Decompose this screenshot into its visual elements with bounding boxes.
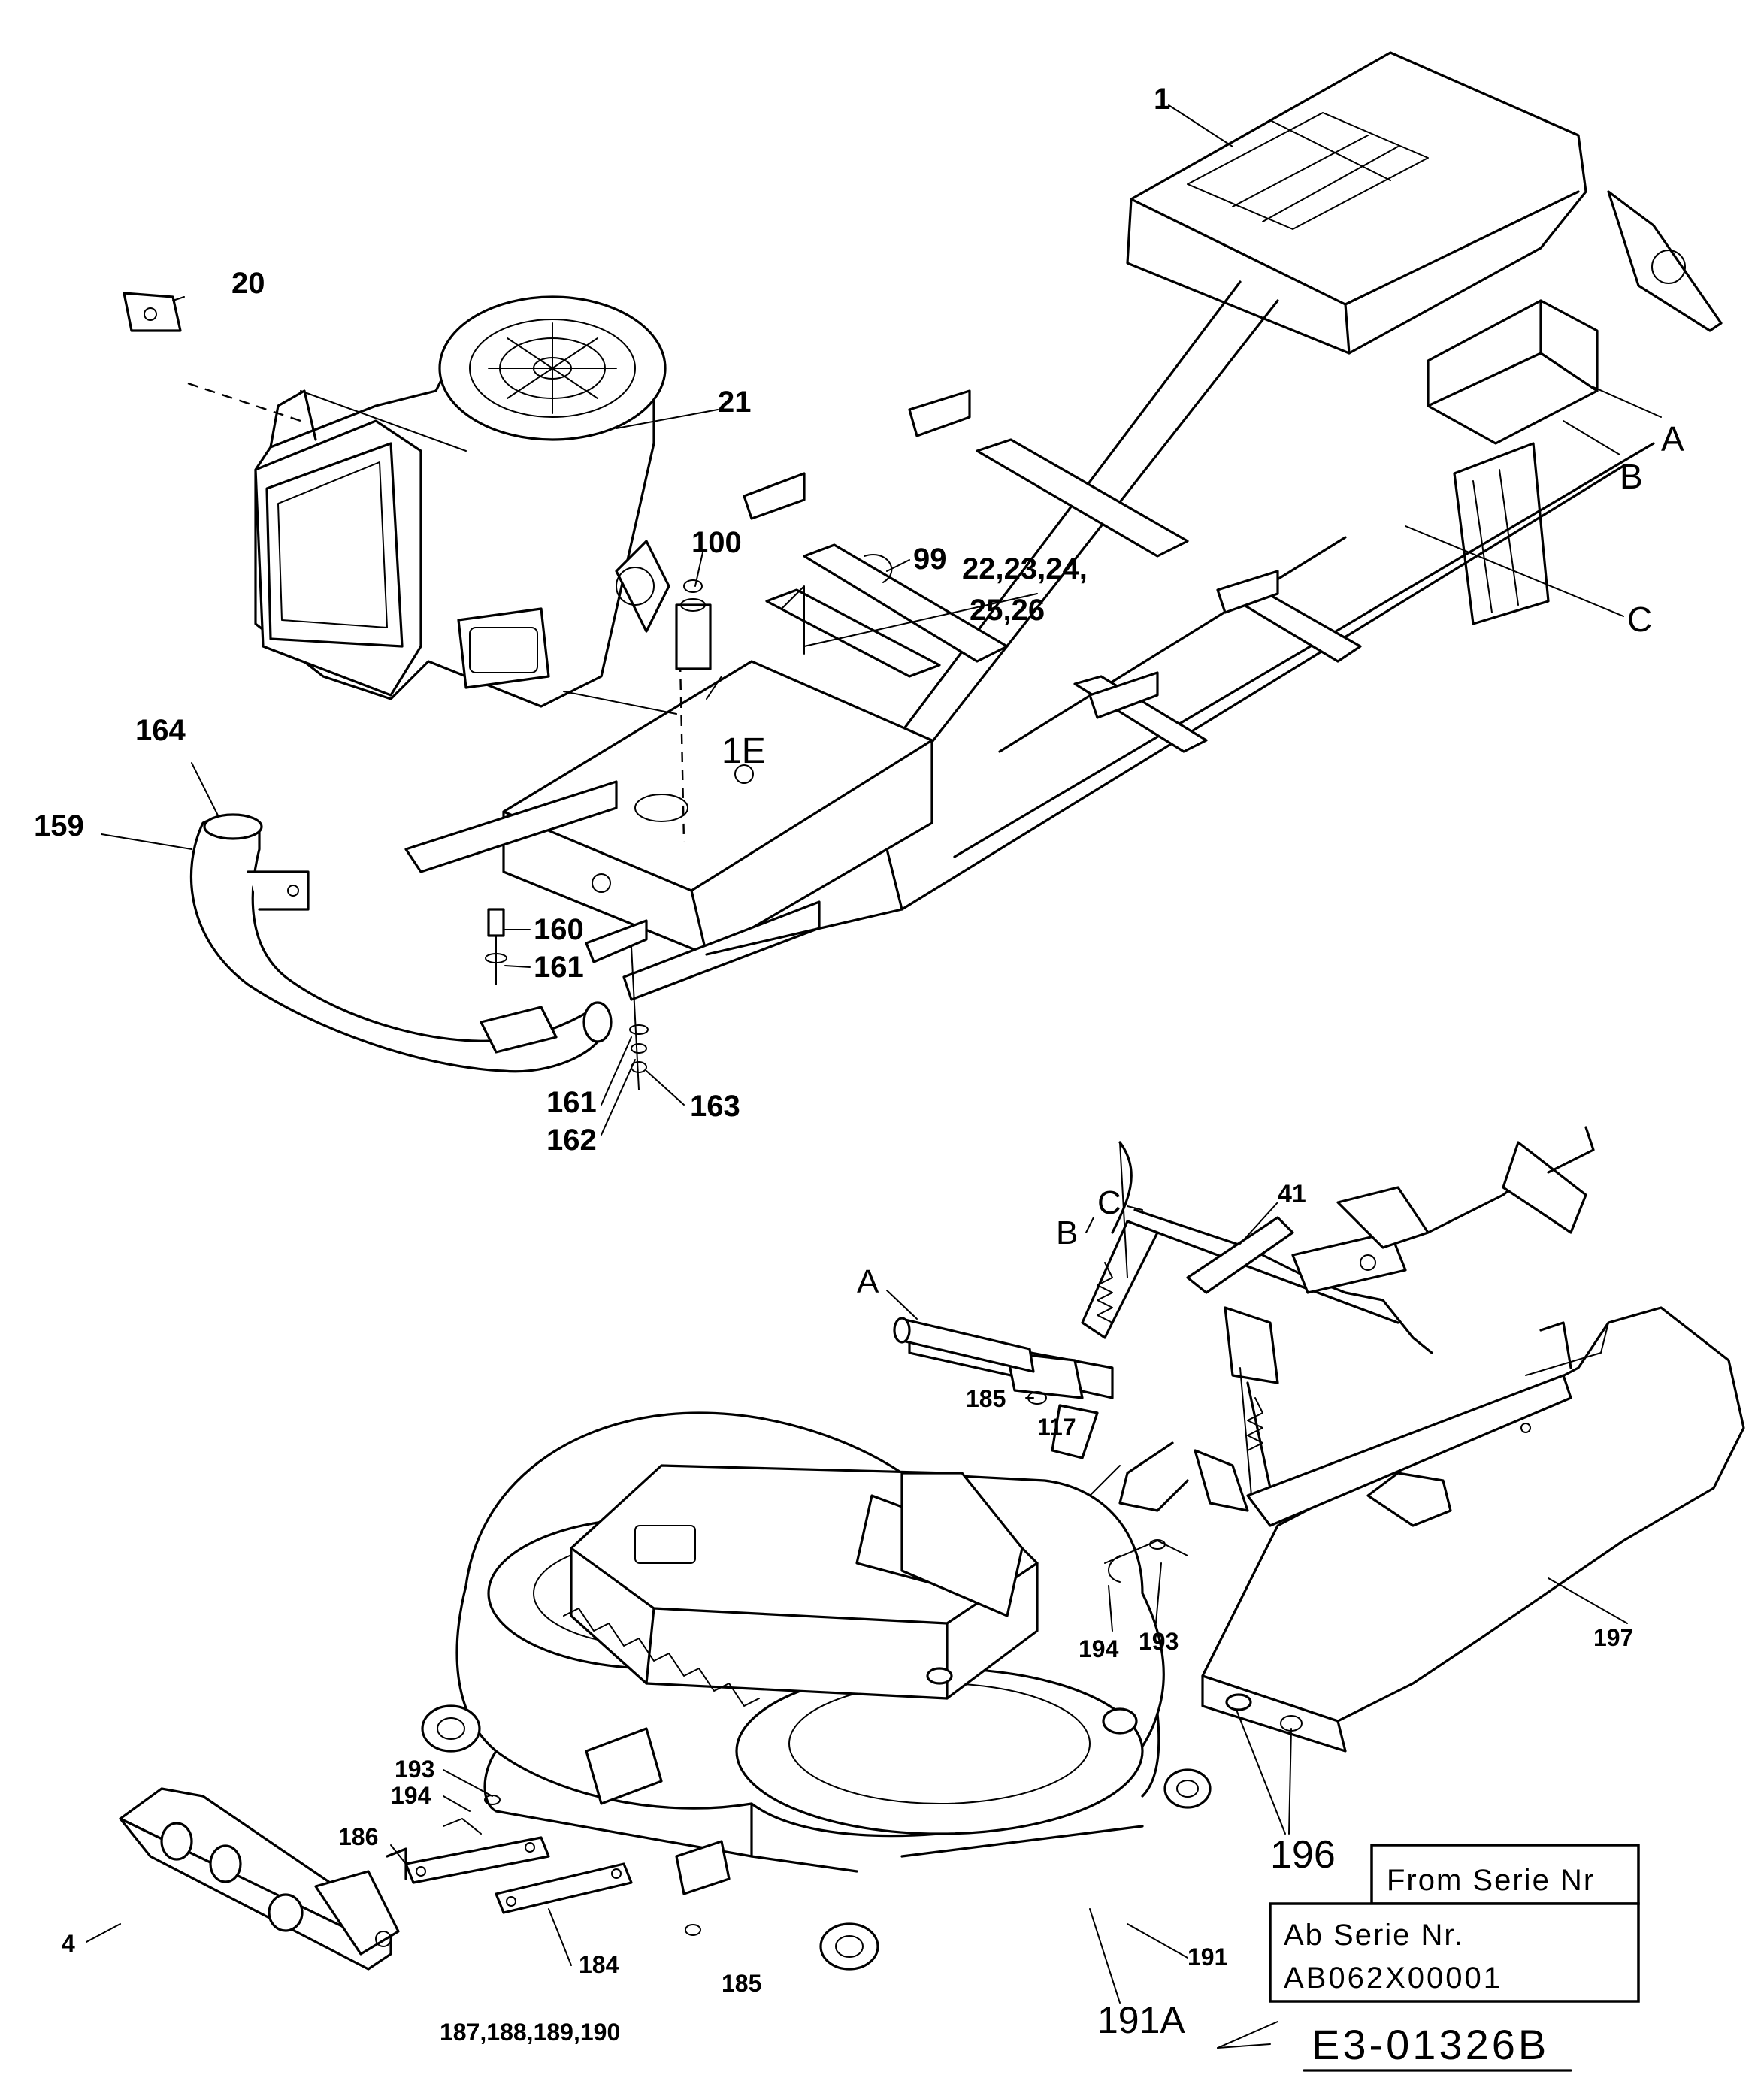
- deck-cover: [1201, 1306, 1745, 1753]
- drawing-number: E3-01326B: [1312, 2021, 1549, 2068]
- callout-163: 163: [690, 1090, 740, 1123]
- engine: [187, 295, 677, 715]
- callout-193b: 193: [395, 1756, 434, 1783]
- callout-21: 21: [718, 386, 752, 419]
- link-bars: [404, 1795, 633, 1914]
- callout-41: 41: [1278, 1180, 1306, 1208]
- part-20: [123, 292, 182, 332]
- callout-117: 117: [1037, 1414, 1076, 1441]
- callout-4: 4: [62, 1930, 75, 1957]
- callout-B-top: B: [1620, 457, 1643, 496]
- callout-25-26: 25,26: [970, 594, 1045, 627]
- mower-deck: [421, 1411, 1212, 1971]
- callout-191: 191: [1188, 1943, 1227, 1971]
- callout-100: 100: [691, 526, 742, 559]
- callout-185a: 185: [966, 1385, 1006, 1412]
- serial-number-box: From Serie Nr Ab Serie Nr. AB062X00001: [1269, 1844, 1640, 2003]
- callout-159: 159: [34, 809, 84, 842]
- callout-184: 184: [579, 1951, 619, 1978]
- exhaust-pipe: [189, 813, 649, 1090]
- callout-162: 162: [546, 1124, 597, 1157]
- callout-1: 1: [1154, 83, 1170, 116]
- leader-lines: [86, 104, 1662, 2049]
- callout-1E: 1E: [722, 731, 766, 771]
- callout-22-23-24: 22,23,24,: [962, 552, 1088, 585]
- callout-187-190: 187,188,189,190: [440, 2019, 620, 2046]
- callout-B-bottom: B: [1056, 1214, 1078, 1251]
- callout-194b: 194: [391, 1782, 431, 1809]
- callout-164: 164: [135, 714, 186, 747]
- callout-196: 196: [1270, 1833, 1336, 1877]
- chassis-frame: [404, 51, 1723, 1001]
- callout-191A: 191A: [1097, 1999, 1185, 2041]
- callout-160: 160: [534, 913, 584, 946]
- callout-20: 20: [231, 267, 265, 300]
- callout-A-bottom: A: [857, 1263, 879, 1300]
- callout-161b: 161: [546, 1086, 597, 1119]
- callouts: 1 20 21 100 99 22,23,24, 25,26 1E A B C …: [34, 83, 1684, 2046]
- callout-A-top: A: [1661, 419, 1684, 458]
- callout-C-top: C: [1627, 600, 1652, 639]
- callout-194a: 194: [1079, 1635, 1119, 1662]
- pins-193-194: [1104, 1539, 1188, 1583]
- callout-197: 197: [1593, 1624, 1633, 1651]
- front-axle: [119, 1787, 407, 1971]
- serial-number: AB062X00001: [1284, 1962, 1502, 1995]
- from-serie-label: From Serie Nr: [1387, 1864, 1595, 1897]
- callout-C-bottom: C: [1097, 1184, 1121, 1221]
- callout-161a: 161: [534, 951, 584, 984]
- mounting-hardware: [675, 554, 893, 670]
- callout-99: 99: [913, 543, 947, 576]
- callout-185b: 185: [722, 1970, 761, 1997]
- callout-193a: 193: [1139, 1628, 1179, 1655]
- callout-186: 186: [338, 1823, 378, 1850]
- ab-serie-label: Ab Serie Nr.: [1284, 1919, 1464, 1952]
